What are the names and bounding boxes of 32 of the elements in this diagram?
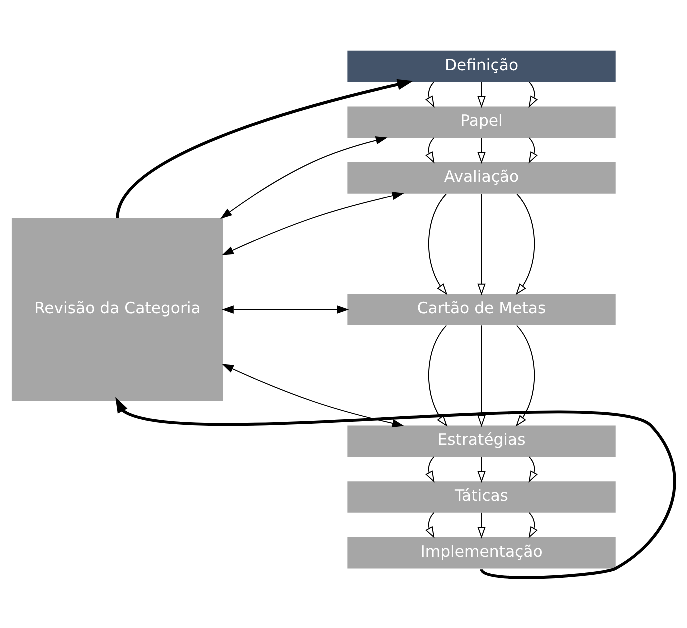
arrow bbox=[222, 364, 404, 428]
arrow bbox=[426, 456, 435, 482]
arrow bbox=[528, 512, 538, 538]
arrow bbox=[528, 81, 538, 108]
arrow bbox=[426, 81, 435, 108]
node-box: Estratégias bbox=[348, 425, 616, 457]
node-box: Papel bbox=[348, 106, 616, 138]
arrow bbox=[478, 193, 486, 296]
node-box: Definição bbox=[348, 50, 616, 82]
arrow bbox=[478, 456, 486, 483]
arrow bbox=[116, 78, 414, 218]
arrow bbox=[222, 305, 350, 314]
arrow bbox=[426, 512, 435, 538]
arrow bbox=[528, 456, 538, 482]
arrow bbox=[478, 81, 486, 108]
node-box: Avaliação bbox=[348, 162, 616, 194]
arrow bbox=[528, 137, 538, 164]
node-box: Revisão da Categoria bbox=[12, 218, 224, 401]
node-box: Táticas bbox=[348, 481, 616, 512]
arrow bbox=[516, 324, 536, 426]
node-box: Cartão de Metas bbox=[348, 294, 616, 325]
arrow bbox=[428, 193, 448, 295]
arrow bbox=[478, 512, 486, 538]
arrow bbox=[222, 192, 404, 255]
arrow bbox=[426, 137, 435, 164]
arrow bbox=[478, 324, 486, 427]
arrow bbox=[116, 396, 676, 579]
arrow bbox=[428, 324, 448, 426]
arrow bbox=[516, 193, 536, 295]
arrow bbox=[478, 137, 486, 164]
arrow bbox=[220, 136, 388, 219]
node-box: Implementação bbox=[348, 536, 616, 568]
